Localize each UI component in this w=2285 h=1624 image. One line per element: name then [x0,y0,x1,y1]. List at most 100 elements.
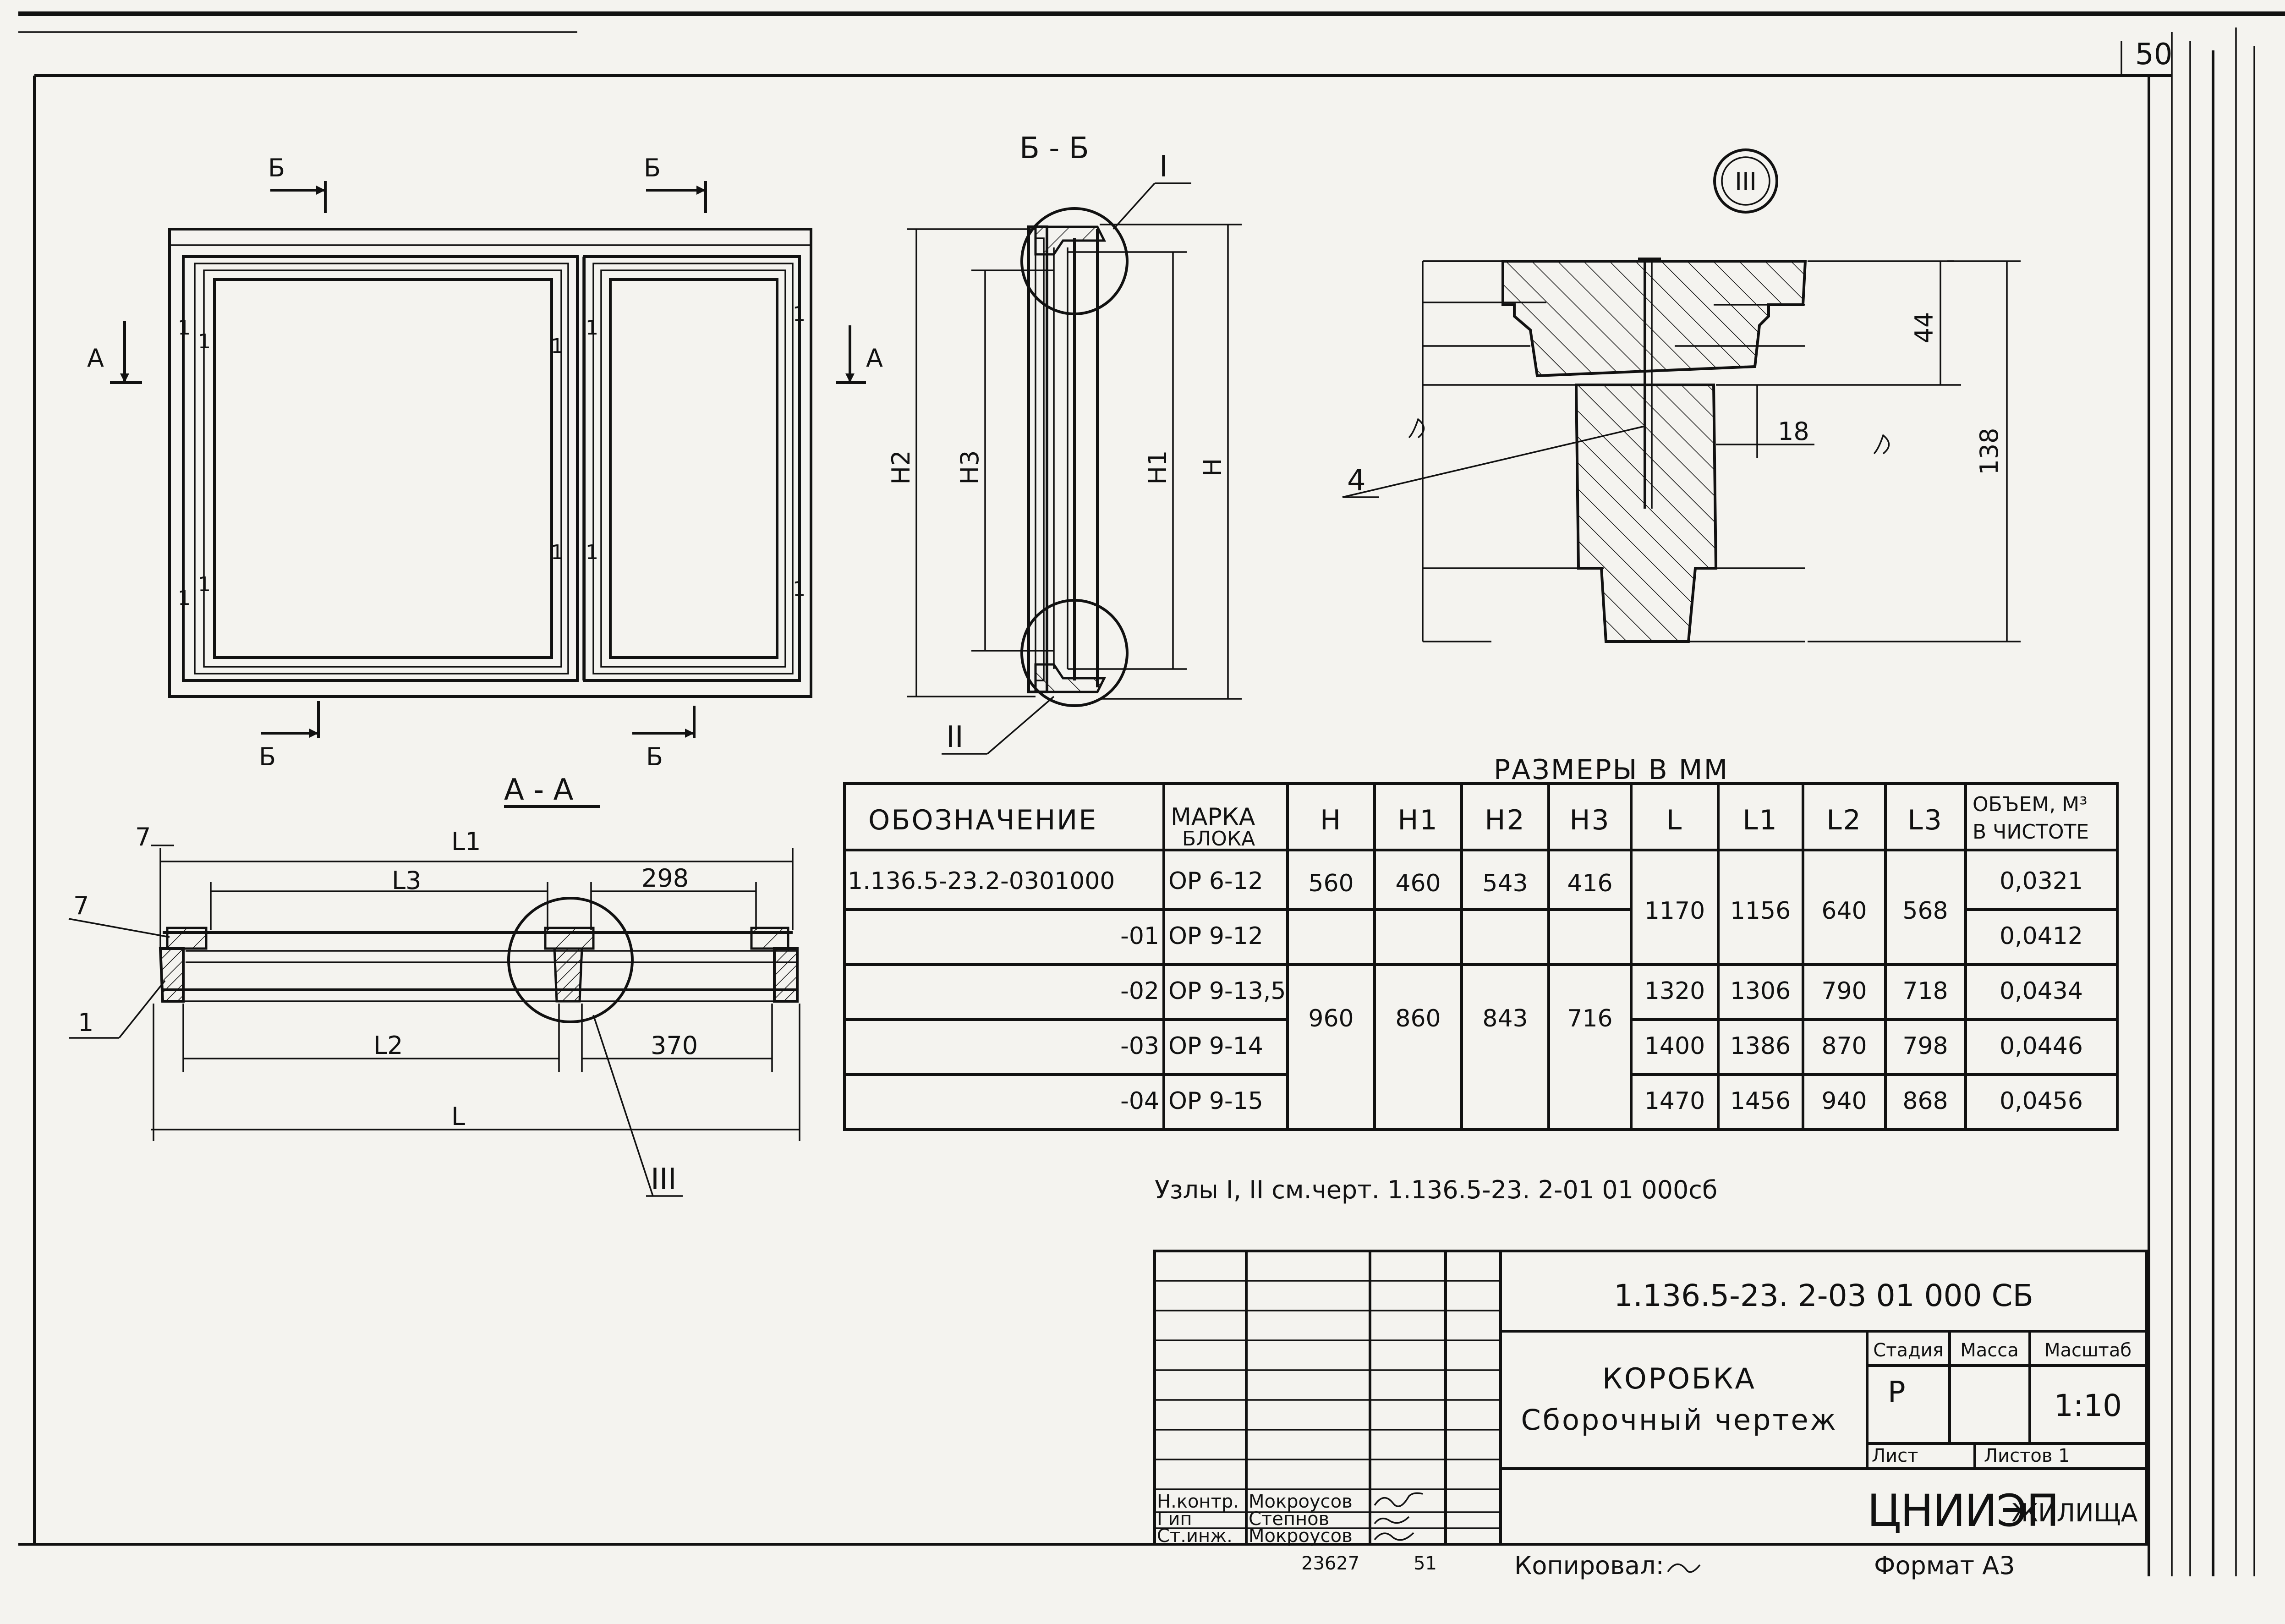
svg-text:1: 1 [793,577,806,601]
front-view [168,228,812,698]
svg-text:543: 543 [1482,870,1528,897]
svg-text:ОР 9-12: ОР 9-12 [1168,922,1263,950]
svg-text:ОР 9-14: ОР 9-14 [1168,1032,1263,1060]
section-bb-dimensions: H2 H3 H1 H [887,224,1242,700]
svg-text:1.136.5-23.2-0301000: 1.136.5-23.2-0301000 [848,867,1115,895]
svg-text:L2: L2 [373,1031,403,1060]
svg-text:L3: L3 [1907,804,1943,836]
svg-text:-03: -03 [1120,1032,1159,1060]
svg-text:51: 51 [1414,1553,1437,1574]
svg-text:1400: 1400 [1644,1032,1705,1060]
table-merged-cells: 960 860 843 716 1170 1156 640 568 1320 1… [1308,897,1948,1115]
svg-text:1: 1 [198,330,211,353]
section-bb-view [1020,207,1129,707]
svg-text:1: 1 [551,541,564,564]
svg-text:718: 718 [1902,977,1948,1005]
svg-text:Листов 1: Листов 1 [1984,1445,2070,1466]
table-row-2: -02 ОР 9-13,5 0,0434 [1120,977,2083,1005]
svg-text:Б: Б [646,742,663,771]
svg-text:870: 870 [1821,1032,1867,1060]
svg-text:560: 560 [1308,870,1353,897]
svg-text:1456: 1456 [1730,1087,1791,1115]
table-row-1: -01 ОР 9-12 0,0412 [1120,922,2083,950]
svg-text:H3: H3 [955,450,984,485]
svg-text:ЖИЛИЩА: ЖИЛИЩА [2011,1498,2138,1527]
sheet-frame [18,11,2285,1576]
svg-text:416: 416 [1567,870,1612,897]
svg-text:L1: L1 [451,827,481,856]
dimensions-table [843,782,2119,1131]
svg-text:Копировал:: Копировал: [1514,1551,1664,1580]
svg-text:843: 843 [1482,1005,1528,1032]
section-mark-b-bottom-left: Б [259,701,320,771]
svg-text:II: II [946,720,964,754]
svg-text:Ст.инж.: Ст.инж. [1157,1525,1233,1547]
svg-text:А: А [866,344,883,373]
svg-text:23627: 23627 [1301,1553,1359,1574]
node-iii-callout-4: 4 [1342,425,1645,498]
svg-text:940: 940 [1821,1087,1867,1115]
svg-text:0,0412: 0,0412 [2000,922,2083,950]
svg-text:ОР 6-12: ОР 6-12 [1168,867,1263,895]
svg-text:ОР 9-15: ОР 9-15 [1168,1087,1263,1115]
svg-text:1386: 1386 [1730,1032,1791,1060]
svg-text:460: 460 [1395,870,1441,897]
svg-text:H1: H1 [1143,450,1172,485]
svg-text:H2: H2 [887,450,915,485]
svg-text:ОБОЗНАЧЕНИЕ: ОБОЗНАЧЕНИЕ [868,804,1097,836]
svg-text:0,0321: 0,0321 [2000,867,2083,895]
section-aa-title: А - А [504,773,574,807]
signatures [1374,1492,1701,1573]
title-block [1153,1250,2148,1546]
svg-text:Формат А3: Формат А3 [1874,1551,2015,1580]
table-headers: ОБОЗНАЧЕНИЕ МАРКА БЛОКА H H1 H2 H3 L L1 … [868,793,2089,850]
node-iii-marker: III [1713,148,1778,214]
svg-text:Б: Б [268,154,285,182]
svg-text:Масса: Масса [1960,1340,2019,1361]
svg-text:МАРКА: МАРКА [1171,803,1255,831]
svg-text:960: 960 [1308,1005,1353,1032]
svg-text:860: 860 [1395,1005,1441,1032]
svg-text:L1: L1 [1743,804,1778,836]
svg-text:0,0434: 0,0434 [2000,977,2083,1005]
svg-text:1: 1 [198,573,211,596]
svg-text:568: 568 [1902,897,1948,925]
svg-text:ОР 9-13,5: ОР 9-13,5 [1168,977,1286,1005]
title-block-text: 1.136.5-23. 2-03 01 000 СБ КОРОБКА Сборо… [1157,1278,2138,1580]
table-row-4: -04 ОР 9-15 0,0456 [1120,1087,2083,1115]
svg-text:Б: Б [644,154,661,182]
drawing-note: Узлы I, II см.черт. 1.136.5-23. 2-01 01 … [1155,1175,1717,1204]
section-aa-view [159,897,799,1023]
svg-text:В ЧИСТОТЕ: В ЧИСТОТЕ [1973,820,2089,844]
section-aa-dimensions: L1 L3 298 L2 370 L 7 [135,823,800,1141]
svg-text:1: 1 [793,302,806,326]
section-bb-title: Б - Б [1019,132,1089,165]
svg-text:298: 298 [641,864,689,893]
page-number: 50 [2135,38,2172,71]
svg-text:4: 4 [1347,464,1366,498]
svg-text:1:10: 1:10 [2054,1388,2122,1423]
section-mark-b-bottom-right: Б [632,706,696,771]
svg-text:А: А [87,344,104,373]
svg-text:790: 790 [1821,977,1867,1005]
svg-text:L3: L3 [392,866,421,895]
svg-text:1170: 1170 [1644,897,1705,925]
svg-text:Лист: Лист [1872,1445,1918,1466]
svg-text:Степнов: Степнов [1249,1509,1329,1530]
svg-text:Масштаб: Масштаб [2044,1340,2132,1361]
svg-text:H1: H1 [1397,804,1438,836]
svg-text:1: 1 [78,1008,93,1037]
svg-text:КОРОБКА: КОРОБКА [1602,1362,1756,1395]
table-caption: РАЗМЕРЫ В ММ [1494,754,1729,786]
svg-text:0,0446: 0,0446 [2000,1032,2083,1060]
svg-text:798: 798 [1902,1032,1948,1060]
svg-text:L: L [451,1102,465,1131]
svg-text:Стадия: Стадия [1873,1340,1943,1361]
svg-text:H: H [1198,458,1227,477]
svg-text:Мокроусов: Мокроусов [1249,1491,1353,1512]
svg-text:44: 44 [1910,312,1939,344]
section-mark-b-top-left: Б [268,154,327,213]
svg-text:-02: -02 [1120,977,1159,1005]
svg-text:H3: H3 [1569,804,1610,836]
svg-text:1306: 1306 [1730,977,1791,1005]
